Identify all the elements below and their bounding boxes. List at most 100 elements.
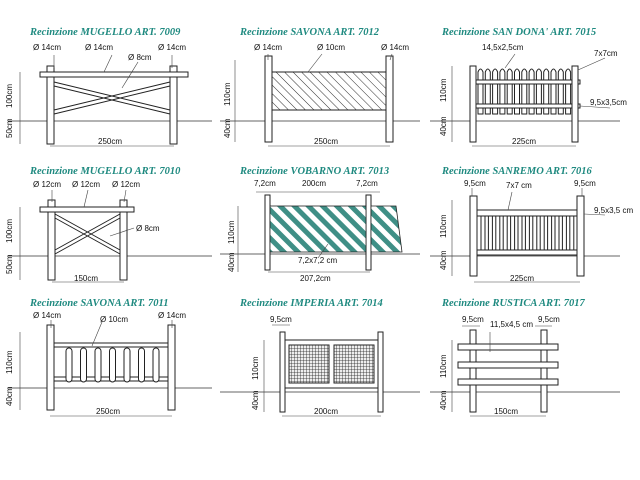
dimension-label: 9,5x3,5cm [590,98,627,107]
dimension-label: Ø 14cm [158,311,186,320]
dimension-label: 7x7 cm [506,181,532,190]
dimension-label: Ø 14cm [85,43,113,52]
slat [480,215,486,251]
dimension-label: 9,5cm [464,179,486,188]
panel-mugello-7009: Recinzione MUGELLO ART. 7009 Ø 14cm Ø 14… [5,27,212,147]
slat [517,215,523,251]
dimension-label: Ø 10cm [100,315,128,324]
post-right [169,65,178,145]
lattice-panel-left [288,344,330,384]
rail-bottom [457,378,559,386]
panel-title: Recinzione SAVONA ART. 7011 [29,298,168,309]
baluster [123,347,131,383]
dimension-label: 110cm [251,356,260,380]
baluster [152,347,160,383]
dimension-label: 50cm [5,254,14,274]
dimension-label: 50cm [5,118,14,138]
dimension-label: 40cm [5,386,14,406]
dimension-label: 9,5cm [270,315,292,324]
dimension-label: 110cm [5,350,14,374]
baluster [94,347,102,383]
panel-imperia-7014: Recinzione IMPERIA ART. 7014 9,5cm 110cm… [220,298,420,417]
dimension-label: 40cm [439,250,448,270]
dimension-label: 7,2cm [356,179,378,188]
panel-title: Recinzione MUGELLO ART. 7009 [29,27,181,38]
dimension-label: 150cm [74,274,98,283]
panel-san-dona-7015: Recinzione SAN DONA' ART. 7015 14,5x2,5c… [430,27,627,147]
dimension-label: 40cm [227,252,236,272]
baluster [109,347,116,383]
slat [569,215,575,251]
dimension-label: Ø 8cm [128,53,152,62]
slat [554,215,560,251]
dimension-label: 40cm [439,390,448,410]
baluster [65,347,73,383]
dimension-label: Ø 14cm [158,43,186,52]
dimension-label: 40cm [223,118,232,138]
baluster-row [65,347,160,383]
panel-title: Recinzione MUGELLO ART. 7010 [29,166,181,177]
slat [539,215,545,251]
slat [510,215,516,251]
panel-sanremo-7016: Recinzione SANREMO ART. 7016 9,5cm 7x7 c… [430,166,633,283]
panel-title: Recinzione SANREMO ART. 7016 [441,166,593,177]
dimension-label: 250cm [98,137,122,146]
dimension-label: Ø 12cm [33,180,61,189]
dimension-label: 40cm [251,390,260,410]
hatched-panel [271,71,387,111]
slat [487,215,493,251]
panel-title: Recinzione RUSTICA ART. 7017 [441,298,586,309]
dimension-label: 200cm [302,179,326,188]
panel-title: Recinzione SAN DONA' ART. 7015 [441,27,596,38]
dimension-label: 7x7cm [594,49,618,58]
slat [502,215,508,251]
dimension-label: 100cm [5,84,14,108]
slat [561,215,567,251]
diagonal-slat-panel [269,205,367,253]
panel-savona-7011: Recinzione SAVONA ART. 7011 Ø 14cm Ø 10c… [5,298,212,417]
dimension-label: 200cm [314,407,338,416]
panel-mugello-7010: Recinzione MUGELLO ART. 7010 Ø 12cm Ø 12… [5,166,212,283]
panel-rustica-7017: Recinzione RUSTICA ART. 7017 9,5cm 11,5x… [430,298,620,417]
dimension-label: 11,5x4,5 cm [490,320,533,329]
dimension-label: Ø 14cm [33,43,61,52]
rail-top [457,343,559,351]
dimension-label: Ø 8cm [136,224,160,233]
panel-title: Recinzione VOBARNO ART. 7013 [239,166,389,177]
dimension-label: 207,2cm [300,274,331,283]
slat [495,215,501,251]
slat [524,215,530,251]
panel-title: Recinzione IMPERIA ART. 7014 [239,298,383,309]
slat-row [480,215,575,251]
panel-vobarno-7013: Recinzione VOBARNO ART. 7013 7,2cm 200cm… [220,166,420,283]
panel-savona-7012: Recinzione SAVONA ART. 7012 Ø 14cm Ø 10c… [220,27,420,147]
dimension-label: 7,2x7,2 cm [298,256,337,265]
dimension-label: 110cm [227,220,236,244]
lattice-panel-right [333,344,375,384]
dimension-label: 110cm [439,214,448,238]
dimension-label: 250cm [96,407,120,416]
dimension-label: 14,5x2,5cm [482,43,524,52]
dimension-label: 40cm [439,116,448,136]
dimension-label: Ø 12cm [72,180,100,189]
dimension-label: 9,5cm [538,315,560,324]
slat [547,215,553,251]
panel-title: Recinzione SAVONA ART. 7012 [239,27,380,38]
dimension-label: 9,5cm [574,179,596,188]
dimension-label: Ø 12cm [112,180,140,189]
dimension-label: Ø 10cm [317,43,345,52]
baluster [80,347,87,383]
slat [532,215,538,251]
dimension-label: 250cm [314,137,338,146]
rail-middle [457,361,559,369]
dimension-label: 225cm [512,137,536,146]
post-left [46,65,55,145]
dimension-label: 150cm [494,407,518,416]
dimension-label: 110cm [439,78,448,102]
baluster [138,347,145,383]
dimension-label: 100cm [5,219,14,243]
cross-beam-2 [53,81,171,111]
dimension-label: 110cm [439,354,448,378]
top-rail [39,71,189,78]
